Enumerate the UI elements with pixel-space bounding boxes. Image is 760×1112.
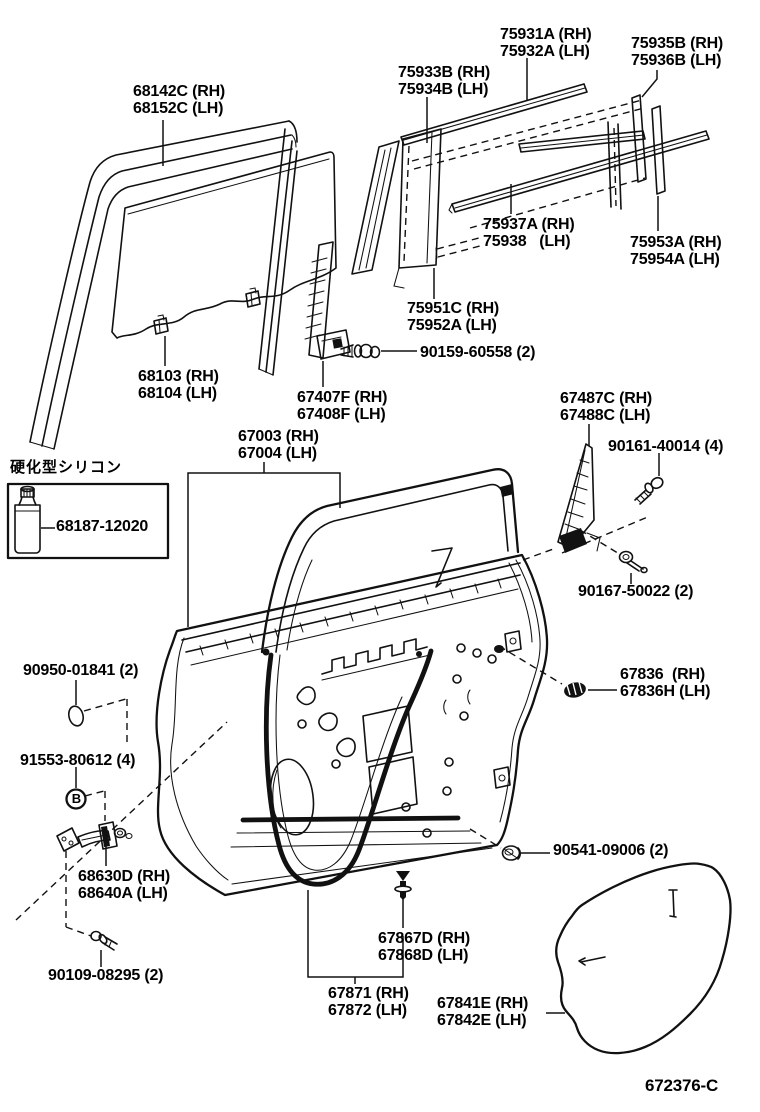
part-label-90541: 90541-09006 (2) bbox=[553, 842, 669, 859]
part-label-67871: 67871 (RH)67872 (LH) bbox=[328, 985, 409, 1019]
part-label-91553: 91553-80612 (4) bbox=[20, 752, 136, 769]
door-check-art bbox=[56, 821, 133, 852]
part-label-67487c: 67487C (RH)67488C (LH) bbox=[560, 390, 653, 424]
callout-b-circle bbox=[65, 788, 87, 810]
part-label-90950: 90950-01841 (2) bbox=[23, 662, 139, 679]
door-panel-art bbox=[155, 468, 549, 897]
part-label-90109: 90109-08295 (2) bbox=[48, 967, 164, 984]
glass-run-weatherstrip-art bbox=[29, 120, 298, 450]
leader-lines bbox=[75, 58, 660, 1014]
division-bar-art bbox=[557, 443, 601, 553]
part-label-67407f: 67407F (RH)67408F (LH) bbox=[297, 389, 388, 423]
screw-90167-icon bbox=[618, 550, 648, 574]
door-glass-art bbox=[111, 151, 337, 339]
hole-cover-art bbox=[555, 862, 732, 1055]
part-label-68187: 68187-12020 bbox=[56, 518, 149, 535]
door-mouldings-art bbox=[351, 83, 710, 289]
part-label-67003: 67003 (RH)67004 (LH) bbox=[238, 428, 319, 462]
part-label-75953a: 75953A (RH)75954A (LH) bbox=[630, 234, 722, 268]
part-label-75933b: 75933B (RH)75934B (LH) bbox=[398, 64, 491, 98]
figure-code: 672376-C bbox=[645, 1076, 719, 1095]
part-label-75937a: 75937A (RH)75938 (LH) bbox=[483, 216, 575, 250]
part-label-75935b: 75935B (RH)75936B (LH) bbox=[631, 35, 724, 69]
clip-90541-icon bbox=[501, 845, 522, 861]
grommet-90950-icon bbox=[67, 705, 85, 727]
part-label-67841e: 67841E (RH)67842E (LH) bbox=[437, 995, 529, 1029]
callout-b-label: B bbox=[71, 791, 82, 806]
clip-67867-icon bbox=[394, 871, 412, 900]
part-label-68103: 68103 (RH)68104 (LH) bbox=[138, 368, 219, 402]
part-label-67867d: 67867D (RH)67868D (LH) bbox=[378, 930, 471, 964]
part-label-75931a: 75931A (RH)75932A (LH) bbox=[500, 26, 592, 60]
dashed-lines bbox=[15, 515, 651, 937]
silicon-note-box bbox=[6, 482, 170, 560]
part-label-90167: 90167-50022 (2) bbox=[578, 583, 694, 600]
grommet-67836-icon bbox=[564, 681, 586, 698]
part-label-75951c: 75951C (RH)75952A (LH) bbox=[407, 300, 500, 334]
part-label-68142c: 68142C (RH)68152C (LH) bbox=[133, 83, 226, 117]
part-label-90159: 90159-60558 (2) bbox=[420, 344, 536, 361]
screw-90159-icon bbox=[340, 343, 381, 359]
part-label-67836: 67836 (RH)67836H (LH) bbox=[620, 666, 711, 700]
silicon-note-header: 硬化型シリコン bbox=[10, 459, 123, 476]
glass-run-rear-art bbox=[304, 241, 351, 360]
screw-90161-icon bbox=[634, 476, 664, 505]
part-label-90161: 90161-40014 (4) bbox=[608, 438, 724, 455]
part-label-68630d: 68630D (RH)68640A (LH) bbox=[78, 868, 171, 902]
bolt-90109-icon bbox=[90, 930, 118, 951]
